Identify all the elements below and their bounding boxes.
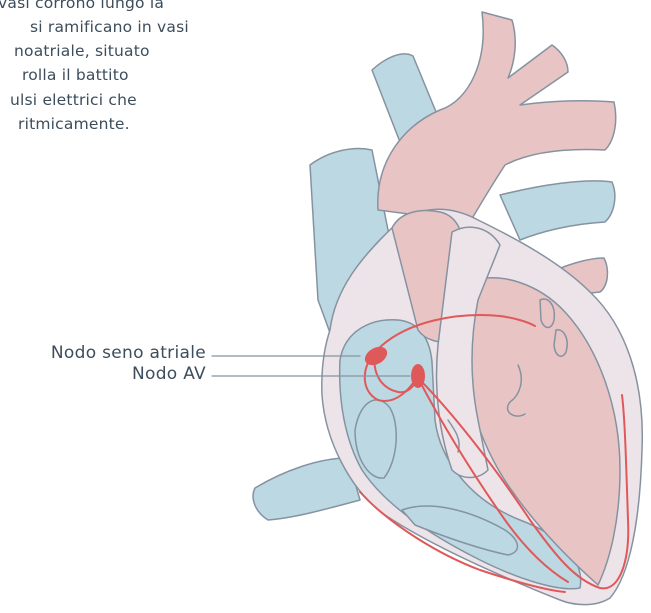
pulmonary-vein-ovals-2 <box>554 330 567 356</box>
pulmonary-artery-right <box>500 181 615 240</box>
av-node-label: Nodo AV <box>132 364 206 384</box>
av-node <box>411 364 425 388</box>
sa-node-label: Nodo seno atriale <box>51 343 206 363</box>
